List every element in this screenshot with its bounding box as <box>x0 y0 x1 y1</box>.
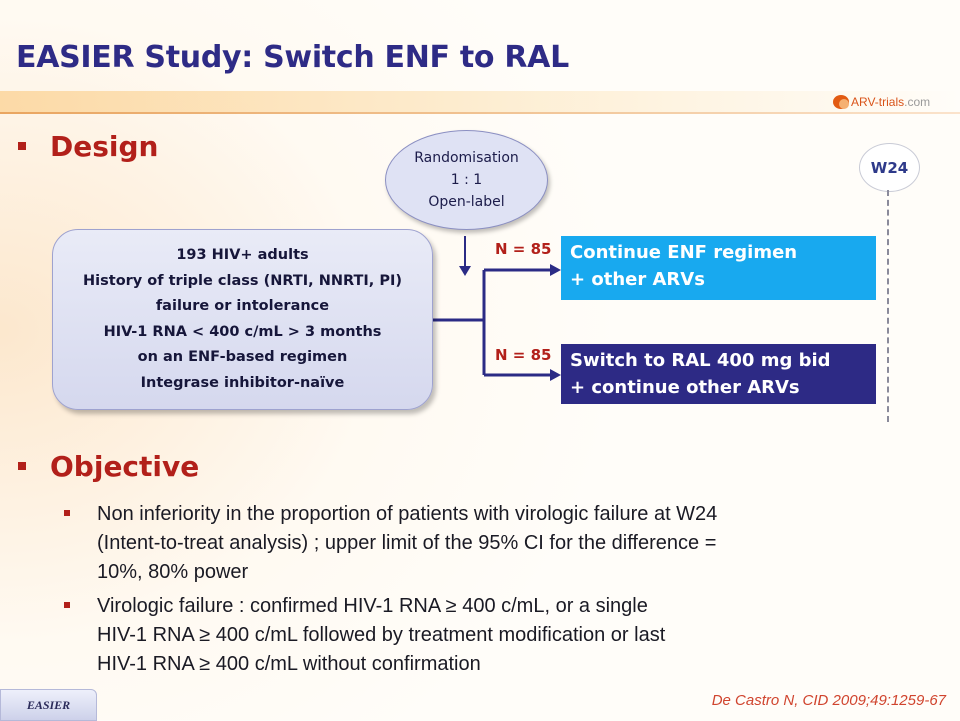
arm2-arrowhead <box>550 369 561 381</box>
randomisation-line: Randomisation <box>414 150 519 166</box>
citation: De Castro N, CID 2009;49:1259-67 <box>711 692 946 709</box>
bullet-small-icon <box>64 602 70 608</box>
design-heading: Design <box>50 130 159 163</box>
population-line: failure or intolerance <box>155 298 330 314</box>
logo-mark-icon <box>833 95 849 109</box>
objective-line: HIV-1 RNA ≥ 400 c/mL without confirmatio… <box>97 653 481 675</box>
objective-bullet-1: Non inferiority in the proportion of pat… <box>97 500 857 587</box>
population-line: 193 HIV+ adults <box>176 247 309 263</box>
randomisation-ratio: 1 : 1 <box>450 172 483 188</box>
objective-line: 10%, 80% power <box>97 561 249 583</box>
w24-timepoint: W24 <box>859 143 920 192</box>
title-rule <box>0 112 960 114</box>
objective-line: HIV-1 RNA ≥ 400 c/mL followed by treatme… <box>97 624 666 646</box>
arm-continue-enf: Continue ENF regimen + other ARVs <box>561 236 876 300</box>
bullet-square-icon <box>18 142 26 150</box>
objective-heading: Objective <box>50 450 200 483</box>
bullet-small-icon <box>64 510 70 516</box>
population-box: 193 HIV+ adults History of triple class … <box>52 229 433 410</box>
arm2-line: + continue other ARVs <box>570 377 800 398</box>
bullet-square-icon <box>18 462 26 470</box>
population-line: on an ENF-based regimen <box>137 349 348 365</box>
arm1-n-label: N = 85 <box>495 240 552 258</box>
title-band <box>0 91 960 113</box>
arm1-line: Continue ENF regimen <box>570 242 798 263</box>
arm1-arrowhead <box>550 264 561 276</box>
slide-title: EASIER Study: Switch ENF to RAL <box>16 40 569 75</box>
arm-switch-ral: Switch to RAL 400 mg bid + continue othe… <box>561 344 876 404</box>
population-line: Integrase inhibitor-naïve <box>140 374 345 391</box>
population-line: HIV-1 RNA < 400 c/mL > 3 months <box>103 323 382 340</box>
objective-bullet-2: Virologic failure : confirmed HIV-1 RNA … <box>97 592 857 679</box>
objective-line: (Intent-to-treat analysis) ; upper limit… <box>97 532 717 554</box>
arm1-line: + other ARVs <box>570 269 705 290</box>
randomisation-ellipse: Randomisation 1 : 1 Open-label <box>385 130 548 230</box>
study-badge: EASIER <box>0 689 97 721</box>
randomisation-arrowhead <box>459 266 471 276</box>
w24-dashed-line <box>887 190 889 422</box>
arm2-n-label: N = 85 <box>495 346 552 364</box>
objective-line: Virologic failure : confirmed HIV-1 RNA … <box>97 595 648 617</box>
arm2-line: Switch to RAL 400 mg bid <box>570 350 831 371</box>
objective-line: Non inferiority in the proportion of pat… <box>97 503 718 525</box>
arv-trials-logo: ARV-trials.com <box>833 93 930 111</box>
population-line: History of triple class (NRTI, NNRTI, PI… <box>83 272 402 289</box>
logo-text: ARV-trials.com <box>851 95 931 109</box>
randomisation-label: Open-label <box>428 194 505 210</box>
